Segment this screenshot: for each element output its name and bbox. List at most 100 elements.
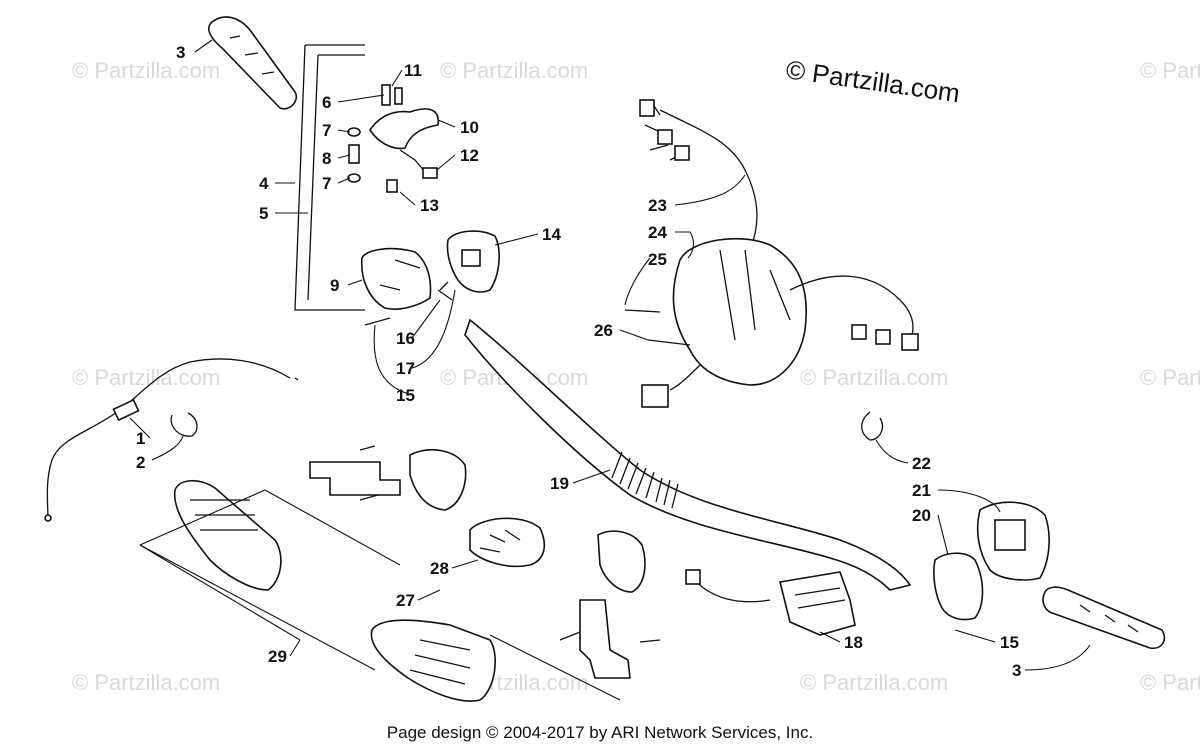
- connector: [674, 145, 690, 161]
- heater-element: [779, 571, 856, 636]
- screw: [559, 631, 661, 643]
- callout-label: 15: [396, 386, 415, 405]
- watermark: © Partzilla.com: [800, 670, 948, 695]
- guard-vents: [409, 639, 471, 685]
- callout-label: 4: [259, 174, 269, 193]
- handlebar-knurl: [611, 451, 655, 499]
- callout-label: 17: [396, 359, 415, 378]
- watermark: © Partzilla.com: [800, 365, 948, 390]
- housing-detail: [379, 259, 421, 291]
- callout-label: 6: [322, 93, 331, 112]
- callout-label: 2: [136, 453, 145, 472]
- screw: [359, 445, 379, 501]
- washer: [347, 173, 361, 183]
- brand-label: © Partzilla.com: [784, 54, 962, 108]
- callout-label: 20: [912, 506, 931, 525]
- clip: [386, 179, 398, 193]
- callout-label: 8: [322, 149, 331, 168]
- connector: [851, 324, 867, 340]
- throttle-lever: [369, 108, 439, 150]
- callout-labels: 3 11 6 10 7 8 12 7 4 13 5 14 23 24 25 9 …: [136, 43, 1021, 680]
- clip-left: [170, 412, 198, 437]
- hand-guard-upper: [173, 479, 282, 591]
- headlight-housing: [672, 237, 808, 386]
- clip-right: [861, 411, 884, 441]
- connector: [639, 99, 655, 117]
- connector: [641, 384, 669, 408]
- footer-copyright: Page design © 2004-2017 by ARI Network S…: [387, 723, 813, 742]
- spring: [394, 87, 403, 105]
- cable-adjuster: [112, 398, 140, 422]
- harness-lower: [669, 364, 701, 391]
- connector: [422, 167, 438, 179]
- callout-label: 29: [268, 647, 287, 666]
- callout-label: 12: [460, 146, 479, 165]
- callout-label: 21: [912, 481, 931, 500]
- wire: [399, 149, 426, 173]
- watermark: © Partzilla.com: [440, 58, 588, 83]
- watermark: © Partzilla.com: [1140, 670, 1200, 695]
- callout-label: 27: [396, 591, 415, 610]
- harness-right: [789, 275, 914, 341]
- handlebar-knurl: [655, 477, 679, 509]
- heater-wire: [689, 574, 771, 603]
- connector: [875, 329, 891, 345]
- watermark: © Partzilla.com: [1140, 365, 1200, 390]
- watermark: © Partzilla.com: [72, 670, 220, 695]
- callout-label: 3: [176, 43, 185, 62]
- mount-plate: [469, 517, 546, 568]
- connector: [685, 569, 701, 585]
- watermark: © Partzilla.com: [1140, 58, 1200, 83]
- connector: [901, 333, 919, 351]
- callout-label: 25: [648, 250, 667, 269]
- watermark: © Partzilla.com: [72, 58, 220, 83]
- screw: [364, 281, 453, 326]
- cable-end: [294, 377, 299, 381]
- connector: [657, 129, 673, 145]
- callout-label: 19: [550, 474, 569, 493]
- callout-label: 5: [259, 204, 268, 223]
- callout-label: 13: [420, 196, 439, 215]
- callout-label: 10: [460, 118, 479, 137]
- throttle-housing: [360, 247, 432, 310]
- plate-screws: [479, 529, 521, 553]
- housing-detail: [719, 249, 791, 341]
- grip-texture: [1079, 604, 1139, 633]
- watermark: © Partzilla.com: [72, 365, 220, 390]
- bracket-lines: [294, 44, 365, 311]
- callout-label: 16: [396, 329, 415, 348]
- callout-label: 1: [136, 429, 145, 448]
- callout-label: 26: [594, 321, 613, 340]
- callout-label: 11: [404, 61, 422, 80]
- bushing: [348, 144, 360, 164]
- callout-label: 15: [1000, 633, 1019, 652]
- harness-upper: [659, 109, 758, 251]
- callout-label: 9: [330, 276, 339, 295]
- switch-buttons: [994, 519, 1026, 551]
- grip-right: [1042, 586, 1166, 650]
- guard-vents: [190, 499, 258, 531]
- screw: [624, 309, 691, 346]
- callout-label: 22: [912, 454, 931, 473]
- callout-label: 3: [1012, 661, 1021, 680]
- hand-guard-lower: [370, 619, 496, 702]
- switch-housing-right: [933, 552, 984, 621]
- callout-label: 14: [542, 225, 561, 244]
- callout-label: 18: [844, 633, 863, 652]
- heater-detail: [794, 587, 846, 609]
- callout-label: 7: [322, 174, 331, 193]
- callout-label: 28: [430, 559, 449, 578]
- switch-button: [461, 249, 481, 267]
- mount-block: [597, 530, 646, 593]
- harness-wires: [644, 99, 691, 161]
- callout-label: 24: [648, 223, 667, 242]
- grip-texture: [229, 35, 275, 75]
- grip-left: [208, 16, 298, 110]
- callout-label: 23: [648, 196, 667, 215]
- mount-block: [409, 449, 467, 511]
- leader-lines: [129, 39, 1091, 701]
- mount-bracket-upper: [309, 461, 401, 496]
- cable-end: [44, 514, 52, 522]
